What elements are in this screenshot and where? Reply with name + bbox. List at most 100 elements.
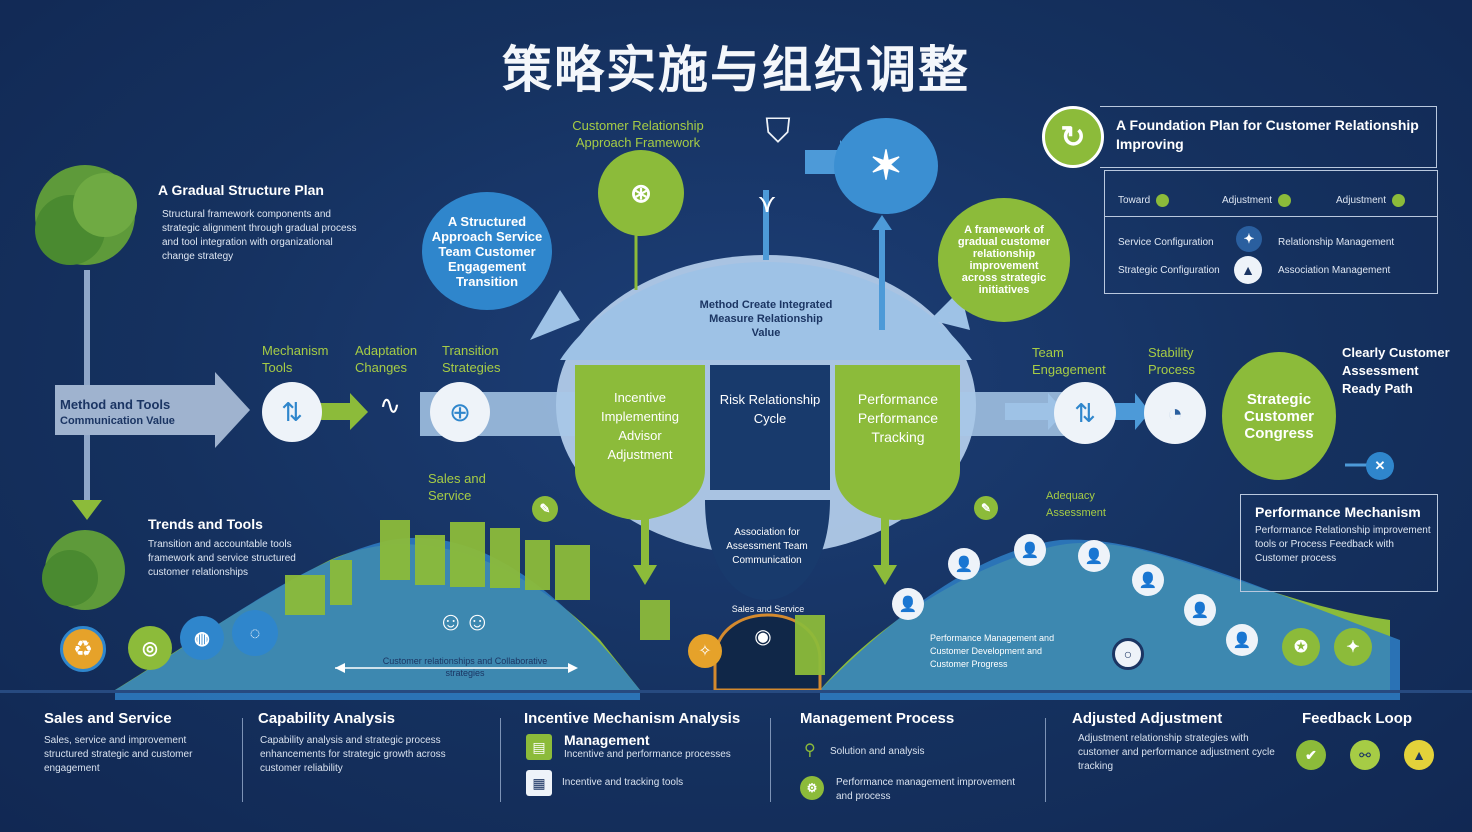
middle-lobe-shape <box>710 365 830 490</box>
incentive-lobe-text: Incentive Implementing Advisor Adjustmen… <box>600 390 680 462</box>
eye-icon: ◉ <box>754 625 772 648</box>
buildings-group <box>285 520 825 675</box>
lower-arch <box>705 500 830 600</box>
badge-icon: ✪ <box>1282 628 1320 666</box>
close-icon: ✕ <box>1366 452 1394 480</box>
method-tools-label: Method and Tools <box>60 397 171 412</box>
person-icon: 👤 <box>1014 534 1046 566</box>
performance-mechanism-heading: Performance Mechanism <box>1255 504 1421 520</box>
left-big-arrow <box>55 372 250 448</box>
adequacy-assessment-label: Adequacy Assessment <box>1046 490 1106 519</box>
gauge-icon: ◌ <box>232 610 278 656</box>
top-center-label: Customer Relationship Approach Framework <box>572 118 704 150</box>
star-icon: ✦ <box>1334 628 1372 666</box>
bottom-adjusted-heading: Adjusted Adjustment <box>1072 710 1223 727</box>
trends-tools-body: Transition and accountable tools framewo… <box>148 539 296 578</box>
center-dome-top <box>560 262 972 360</box>
shield-icon: ⛉ <box>765 112 791 150</box>
bottom-capability-body: Capability analysis and strategic proces… <box>260 735 446 774</box>
foundation-plan-panel <box>1100 106 1437 168</box>
person-icon: 👤 <box>1226 624 1258 656</box>
mechanism-tools-label: Mechanism Tools <box>262 343 329 375</box>
crosshair-icon: ⊕ <box>430 382 490 442</box>
trends-tools-heading: Trends and Tools <box>148 516 263 532</box>
customer-path-text: Clearly Customer Assessment Ready Path <box>1342 345 1450 396</box>
association-management-label: Association Management <box>1278 265 1391 276</box>
status-dot <box>1156 194 1170 207</box>
bottom-incentive-item-1: Incentive and performance processes <box>564 749 731 760</box>
clipboard-icon: ▦ <box>526 770 552 796</box>
person-icon: 👤 <box>1132 564 1164 596</box>
target-icon: ◎ <box>128 626 172 670</box>
hill-right-caption: Performance Management and Customer Deve… <box>930 633 1055 669</box>
wave-icon: ∿ <box>379 390 401 420</box>
funnel-icon: ⋎ <box>757 188 777 218</box>
globe-icon: ⊛ <box>598 150 684 236</box>
row-label-toward: Toward <box>1118 195 1151 207</box>
pencil-icon: ✎ <box>974 496 998 520</box>
top-left-heading: A Gradual Structure Plan <box>158 182 324 198</box>
customer-congress-circle: Strategic Customer Congress <box>1222 352 1336 480</box>
right-lobe-shape <box>835 365 960 520</box>
person-icon: 👤 <box>1184 594 1216 626</box>
risk-cycle-text: Risk Relationship Cycle <box>719 392 821 426</box>
left-lobe-shape <box>575 365 705 520</box>
bottom-sales-service-body: Sales, service and improvement structure… <box>44 735 193 774</box>
pen-icon: ✎ <box>532 496 558 522</box>
triangle-icon: ▲ <box>1234 256 1262 284</box>
communication-value-label: Communication Value <box>60 415 175 427</box>
foundation-plan-heading: A Foundation Plan for Customer Relations… <box>1116 117 1419 152</box>
bottom-incentive-heading: Incentive Mechanism Analysis <box>524 710 741 727</box>
top-left-body: Structural framework components and stra… <box>162 209 357 262</box>
performance-mechanism-panel <box>1240 494 1438 592</box>
arch-caption: Sales and Service <box>731 604 805 614</box>
pie-icon: ◔ <box>1144 382 1206 444</box>
status-dot <box>1392 194 1406 207</box>
team-engagement-label: Team Engagement <box>1032 345 1106 377</box>
sales-service-label: Sales and Service <box>428 471 486 503</box>
bottom-adjusted-body: Adjustment relationship strategies with … <box>1078 733 1275 772</box>
association-text: Association for Assessment Team Communic… <box>726 527 808 566</box>
adjustment-table-panel <box>1104 170 1438 294</box>
performance-mechanism-body: Performance Relationship improvement too… <box>1255 525 1431 564</box>
refresh-icon: ↻ <box>1042 106 1104 168</box>
hill-left-caption: Customer relationships and Collaborative… <box>382 656 548 678</box>
status-dot <box>1278 194 1292 207</box>
performance-lobe-text: Performance Performance Tracking <box>857 391 939 445</box>
page-title: 策略实施与组织调整 <box>502 42 970 98</box>
location-pin-icon: ⚲ <box>804 742 816 759</box>
bottom-management-heading: Management Process <box>800 710 955 727</box>
people-group-icon: ☺☺ <box>437 606 491 636</box>
bottom-capability-heading: Capability Analysis <box>258 710 395 727</box>
sync-arrows-icon: ⇅ <box>1054 382 1116 444</box>
row-label-adjustment-1: Adjustment <box>1222 195 1273 207</box>
chart-circle-icon: ◍ <box>180 616 224 660</box>
up-down-arrows-icon: ⇅ <box>262 382 322 442</box>
bottom-sales-service-heading: Sales and Service <box>44 710 172 727</box>
service-team-bubble: A Structured Approach Service Team Custo… <box>422 192 552 310</box>
row-label-adjustment-2: Adjustment <box>1336 195 1387 207</box>
person-icon: 👤 <box>892 588 924 620</box>
compass-icon: ✦ <box>1236 226 1262 252</box>
document-icon: ▤ <box>526 734 552 760</box>
service-configuration-label: Service Configuration <box>1118 237 1214 248</box>
bottom-management-item-1: Solution and analysis <box>830 746 925 757</box>
link-icon: ⚯ <box>1350 740 1380 770</box>
gear-icon: ⚙ <box>800 776 824 800</box>
adaptation-changes-label: Adaptation Changes <box>355 343 418 375</box>
network-icon: ✶ <box>834 118 938 214</box>
lightbulb-icon: ✧ <box>688 634 722 668</box>
relationship-improvement-bubble: A framework of gradual customer relation… <box>938 198 1070 322</box>
checkmark-icon: ✔ <box>1296 740 1326 770</box>
recycle-icon: ♻ <box>60 626 106 672</box>
stability-process-label: Stability Process <box>1148 345 1195 377</box>
bottom-incentive-item-2: Incentive and tracking tools <box>562 777 684 788</box>
warning-icon: ▲ <box>1404 740 1434 770</box>
bottom-management-item-2: Performance management improvement and p… <box>836 777 1015 802</box>
bottom-incentive-sub: Management <box>564 732 650 748</box>
strategic-configuration-label: Strategic Configuration <box>1118 265 1220 276</box>
cycle-icon: ○ <box>1112 638 1144 670</box>
center-top-text: Method Create Integrated Measure Relatio… <box>699 299 833 339</box>
